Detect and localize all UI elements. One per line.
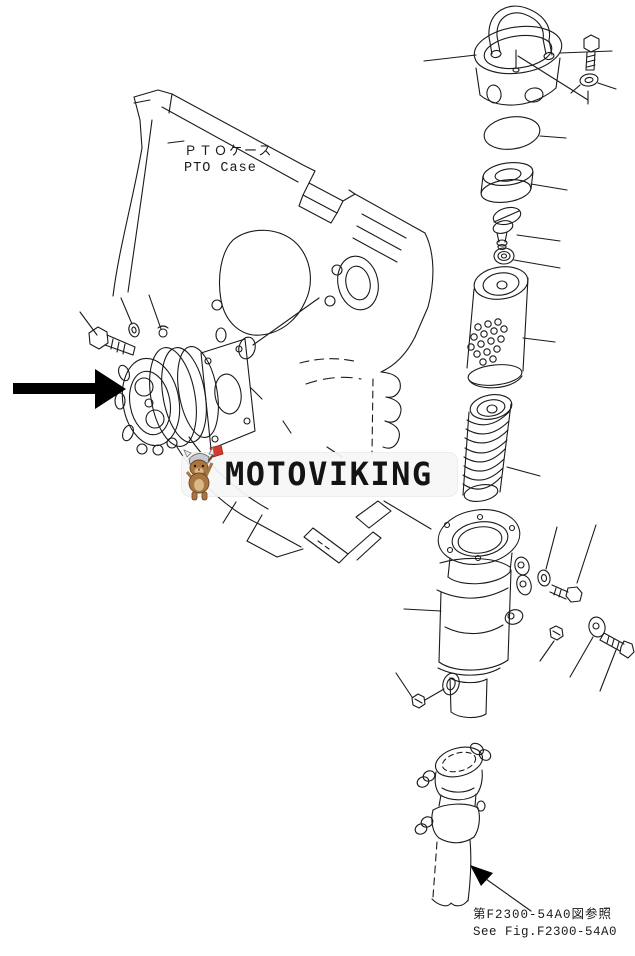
fig-reference-en: See Fig.F2300-54A0 <box>473 925 618 939</box>
fig-reference-label: 第F2300-54A0図参照 See Fig.F2300-54A0 <box>473 907 617 941</box>
case-bolt-drawing <box>549 524 597 603</box>
gasket-outline <box>218 229 311 336</box>
pto-case-drawing <box>112 89 442 612</box>
watermark-band: MOTOVIKING <box>181 452 458 497</box>
valve-seat-washer-drawing <box>493 247 561 269</box>
pto-case-label-jp: ＰＴＯケース <box>184 144 274 159</box>
cover-bolt-drawing <box>583 34 600 71</box>
pump-mount-bolt-drawing <box>79 294 162 356</box>
fig-reference-jp: 第F2300-54A0図参照 <box>473 908 613 922</box>
fig-ref-arrow <box>470 865 532 912</box>
cover-washer-drawing <box>570 73 617 94</box>
o-ring-drawing <box>483 116 567 150</box>
filter-element-drawing <box>466 266 556 389</box>
watermark-text: MOTOVIKING <box>225 455 433 493</box>
case-washer-drawing <box>537 526 558 587</box>
viking-dog-mascot-icon <box>183 445 224 501</box>
screw-plug-drawing <box>539 625 564 662</box>
filter-spring-drawing <box>462 394 541 502</box>
gear-pump-drawing <box>114 325 256 456</box>
filter-case-drawing <box>436 509 532 719</box>
pump-pointer-arrow <box>13 369 126 409</box>
suction-tube-drawing <box>414 742 492 907</box>
cup-seal-drawing <box>480 162 568 203</box>
pto-case-label-en: PTO Case <box>184 161 257 176</box>
eye-joint-drawing <box>569 616 606 678</box>
pto-case-label: ＰＴＯケース PTO Case <box>184 143 273 177</box>
filter-cover-drawing <box>423 5 613 106</box>
drain-plug-drawing <box>395 672 445 709</box>
joint-bolt-drawing <box>599 632 635 692</box>
bypass-valve-drawing <box>492 206 561 251</box>
